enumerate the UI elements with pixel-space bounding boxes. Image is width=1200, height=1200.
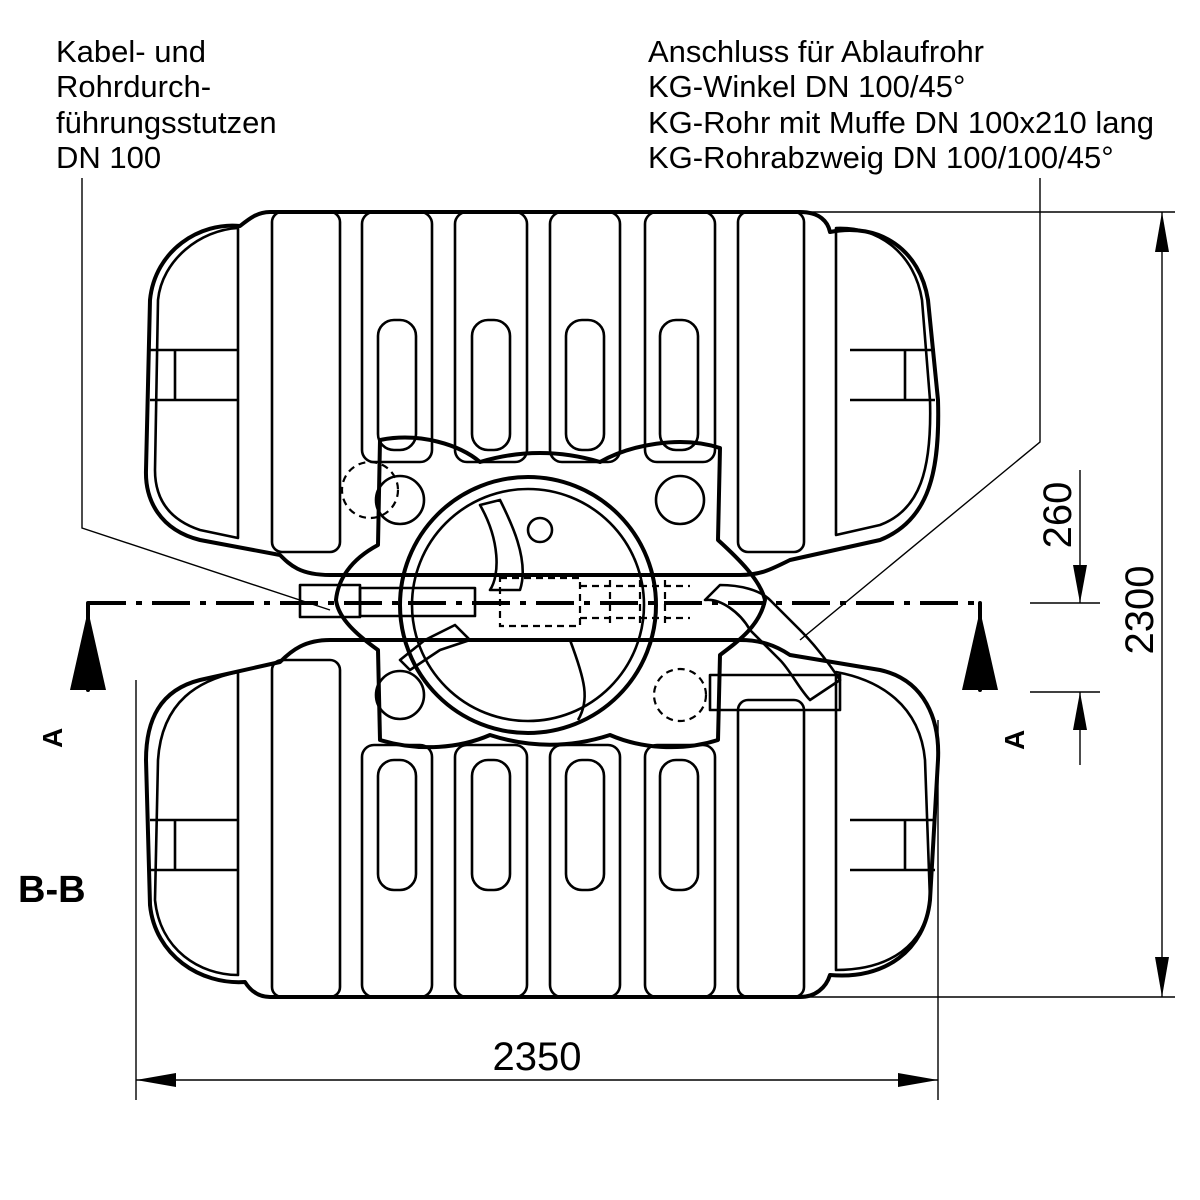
section-line-a: A A — [37, 601, 1030, 750]
leader-lines — [81, 178, 1041, 641]
left-callout-text: Kabel- und Rohrdurch- führungsstutzen DN… — [56, 34, 277, 175]
baffle-curve — [568, 639, 586, 721]
height-arrow-bottom — [1155, 957, 1169, 997]
center-dome — [334, 435, 767, 750]
height-arrow-top — [1155, 212, 1169, 252]
upper-rib-2 — [360, 210, 434, 464]
lower-rib-5 — [643, 743, 717, 999]
right-callout-line-3: KG-Rohr mit Muffe DN 100x210 lang — [648, 105, 1154, 140]
lower-slot-4 — [658, 758, 700, 892]
upper-rib-1 — [270, 210, 342, 554]
lower-rib-6 — [736, 698, 806, 999]
upper-left-endcap — [153, 226, 240, 540]
dome-port-bottom-left — [374, 669, 426, 721]
lower-rib-2 — [360, 743, 434, 999]
lower-slot-3 — [564, 758, 606, 892]
left-leader-line — [81, 178, 331, 611]
lower-rib-4 — [548, 743, 622, 999]
outlet-pipe — [708, 673, 842, 712]
lower-tank — [144, 638, 941, 999]
manhole-outer-ring — [398, 475, 658, 735]
inlet-elbow — [478, 498, 525, 592]
lower-slot-1 — [376, 758, 418, 892]
upper-rib-4 — [548, 210, 622, 464]
height-dimension: 2300 — [800, 211, 1175, 998]
upper-rib-6 — [736, 210, 806, 554]
left-callout-line-3: führungsstutzen — [56, 105, 277, 140]
offset-value: 260 — [1036, 482, 1080, 549]
right-callout-line-4: KG-Rohrabzweig DN 100/100/45° — [648, 140, 1114, 175]
left-callout-line-1: Kabel- und — [56, 34, 206, 69]
lower-tank-ribs — [270, 658, 806, 999]
upper-right-endcap — [834, 226, 932, 537]
offset-arrow-top — [1073, 565, 1087, 603]
dome-port-top-left — [374, 474, 426, 526]
lower-right-endcap — [834, 670, 932, 972]
hidden-outlet-run — [580, 580, 690, 625]
lower-left-endcap — [153, 670, 240, 977]
upper-right-endcap-detail — [850, 348, 935, 402]
lower-left-branch — [398, 623, 472, 672]
right-leader-line — [799, 178, 1041, 641]
section-left-label: A — [37, 728, 68, 748]
offset-arrow-bottom — [1073, 692, 1087, 730]
section-view-label: B-B — [18, 869, 86, 911]
offset-dimension: 260 — [1030, 470, 1100, 765]
width-dimension: 2350 — [135, 680, 939, 1100]
width-value: 2350 — [493, 1035, 582, 1079]
left-callout-line-4: DN 100 — [56, 140, 161, 175]
section-right-label: A — [999, 730, 1030, 750]
upper-rib-3 — [453, 210, 529, 464]
cover-bolt — [526, 516, 554, 544]
upper-rib-5 — [643, 210, 717, 464]
upper-slot-4 — [658, 318, 700, 452]
dome-port-top-right — [654, 474, 706, 526]
right-callout-text: Anschluss für Ablaufrohr KG-Winkel DN 10… — [648, 34, 1154, 175]
right-callout-line-1: Anschluss für Ablaufrohr — [648, 34, 984, 69]
upper-slot-2 — [470, 318, 512, 452]
upper-left-endcap-detail — [150, 348, 238, 402]
lower-left-endcap-detail — [150, 818, 238, 872]
upper-tank — [143, 210, 941, 577]
width-arrow-left — [136, 1073, 176, 1087]
height-value: 2300 — [1118, 566, 1162, 655]
lower-slot-2 — [470, 758, 512, 892]
hidden-port-top-left — [340, 460, 400, 520]
section-left-arrowhead — [70, 610, 106, 690]
width-arrow-right — [898, 1073, 938, 1087]
lower-rib-1 — [270, 658, 342, 999]
dome-outline — [334, 435, 767, 750]
pipes — [298, 576, 842, 712]
upper-slot-3 — [564, 318, 606, 452]
lower-rib-3 — [453, 743, 529, 999]
lower-right-endcap-detail — [850, 818, 935, 872]
upper-tank-ribs — [270, 210, 806, 554]
upper-slot-1 — [376, 318, 418, 452]
dome-port-bottom-right — [652, 667, 708, 723]
right-callout-line-2: KG-Winkel DN 100/45° — [648, 69, 965, 104]
section-right-arrowhead — [962, 610, 998, 690]
left-callout-line-2: Rohrdurch- — [56, 69, 211, 104]
upper-tank-outline — [143, 210, 941, 577]
